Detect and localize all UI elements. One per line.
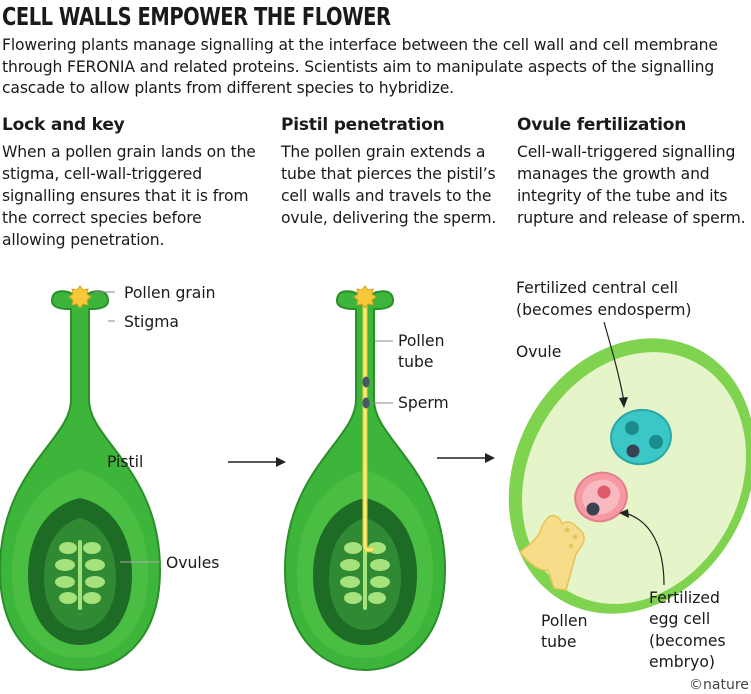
- lock-and-key-text: When a pollen grain lands on the stigma,…: [2, 143, 256, 249]
- arrow-2: [437, 453, 495, 463]
- pistil-penetration-text: The pollen grain extends a tube that pie…: [281, 143, 497, 227]
- ovule-fertilization-text: Cell-wall-triggered signalling manages t…: [517, 143, 746, 227]
- central-cell: [610, 408, 672, 466]
- ovules-label: Ovules: [166, 554, 219, 572]
- ovule-fertilization-heading: Ovule fertilization: [517, 115, 687, 135]
- central-cell-label-line1: Fertilized central cell: [516, 279, 678, 297]
- egg-cell-label-line2: egg cell: [649, 610, 710, 628]
- egg-cell-leader: [627, 513, 665, 586]
- lock-and-key-heading: Lock and key: [2, 115, 125, 135]
- pollen-grain-label: Pollen grain: [124, 284, 216, 302]
- ovule-label: Ovule: [516, 343, 561, 361]
- pollen-tube-label-line2: tube: [398, 353, 434, 371]
- egg-cell-label-line4: embryo): [649, 653, 715, 671]
- pistil-label: Pistil: [107, 453, 143, 471]
- stigma-label: Stigma: [124, 313, 179, 331]
- pt3-label-line2: tube: [541, 633, 577, 651]
- pistil-1: [0, 290, 161, 671]
- pollen-tube-label-line1: Pollen: [398, 332, 445, 350]
- egg-cell: [574, 471, 628, 523]
- pt3-label-line1: Pollen: [541, 612, 588, 630]
- central-cell-label-line2: (becomes endosperm): [516, 301, 692, 319]
- pollen-grain-2: [353, 285, 377, 309]
- arrow-1: [228, 457, 286, 467]
- intro-text: Flowering plants manage signalling at th…: [2, 36, 718, 97]
- sperm-label: Sperm: [398, 394, 449, 412]
- sperm-2: [362, 397, 370, 409]
- egg-cell-label-line1: Fertilized: [649, 589, 720, 607]
- pollen-grain-1: [68, 285, 92, 309]
- central-cell-leader: [603, 321, 625, 403]
- egg-cell-label-line3: (becomes: [649, 632, 726, 650]
- pistil-penetration-heading: Pistil penetration: [281, 115, 445, 135]
- nature-credit: ©nature: [689, 677, 749, 693]
- pollen-tube-3: [518, 514, 585, 591]
- figure-title: CELL WALLS EMPOWER THE FLOWER: [2, 2, 391, 31]
- sperm-1: [362, 376, 370, 388]
